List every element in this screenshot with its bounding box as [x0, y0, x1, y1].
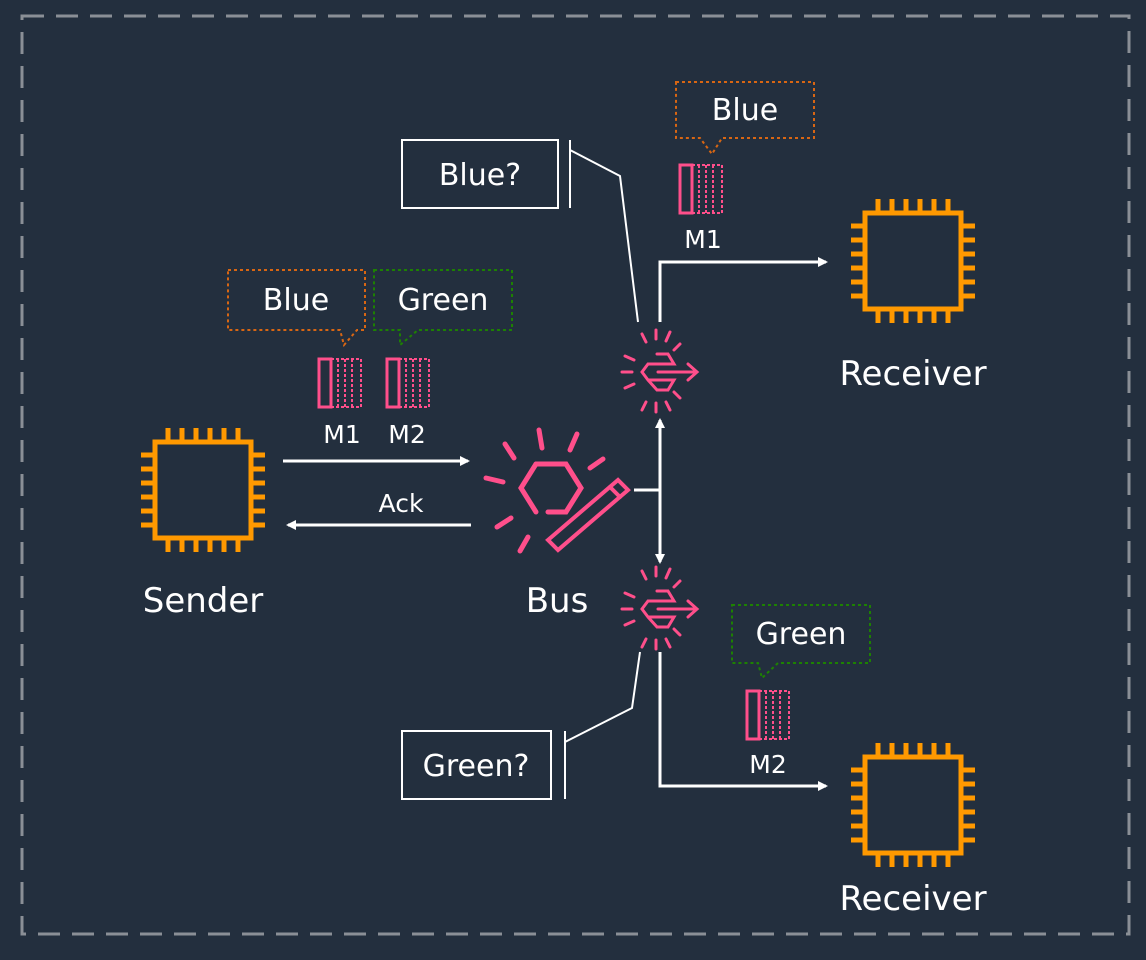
sender-message-tags: Blue Green M1 M2 — [227, 269, 513, 449]
event-bus-icon — [483, 427, 631, 554]
bus-node: Bus — [483, 427, 631, 621]
tag-text-green: Green — [398, 283, 489, 318]
tag-callout-blue — [227, 269, 366, 348]
filter-text-blue: Blue? — [439, 158, 521, 193]
top-delivery-arrow — [658, 257, 828, 322]
processor-chip-icon — [851, 199, 975, 323]
tag-callout-blue — [675, 81, 815, 156]
tag-text-blue: Blue — [712, 93, 778, 128]
message-label-m1: M1 — [323, 420, 360, 449]
message-icon — [678, 163, 724, 215]
message-icon — [385, 357, 431, 409]
tag-text-green: Green — [756, 617, 847, 652]
bottom-delivery-arrow — [658, 652, 828, 791]
receiver-bottom-label: Receiver — [839, 879, 986, 919]
tag-text-blue: Blue — [263, 283, 329, 318]
bus-label: Bus — [526, 581, 589, 621]
receiver-bottom-node: Receiver — [839, 743, 987, 919]
bottom-rule-filter: Green? — [401, 651, 641, 800]
sender-label: Sender — [143, 581, 264, 621]
receiver-top-label: Receiver — [839, 354, 986, 394]
message-label-m2: M2 — [749, 750, 786, 779]
bottom-delivered-message: Green M2 — [731, 604, 871, 779]
message-label-m1: M1 — [684, 225, 721, 254]
receiver-top-node: Receiver — [839, 199, 987, 394]
sender-node: Sender — [141, 428, 265, 621]
filter-box-green — [401, 730, 552, 800]
event-rule-icon — [620, 328, 699, 414]
filter-box-blue — [401, 139, 559, 209]
processor-chip-icon — [141, 428, 265, 552]
event-rule-icon — [620, 565, 699, 651]
top-delivered-message: Blue M1 — [675, 81, 815, 254]
filter-text-green: Green? — [423, 749, 530, 784]
ack-label: Ack — [379, 489, 424, 518]
message-icon — [317, 357, 363, 409]
message-icon — [745, 689, 791, 741]
top-rule-filter: Blue? — [401, 139, 639, 323]
message-label-m2: M2 — [388, 420, 425, 449]
annotation-leader — [569, 149, 639, 323]
boundary-frame — [20, 14, 1131, 936]
processor-chip-icon — [851, 743, 975, 867]
annotation-leader — [564, 651, 641, 743]
